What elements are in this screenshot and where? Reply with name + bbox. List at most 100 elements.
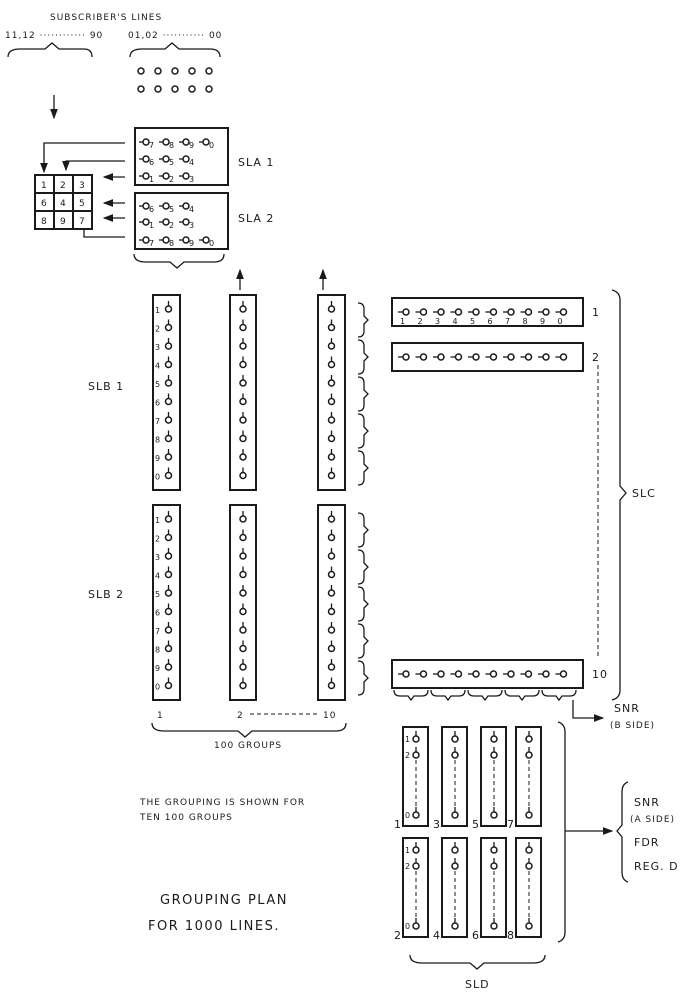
contact xyxy=(327,607,336,616)
grid-cell-number: 8 xyxy=(41,217,48,227)
column-number-10: 10 xyxy=(323,711,336,721)
column-number-2: 2 xyxy=(237,711,244,721)
note-line-1: THE GROUPING IS SHOWN FOR xyxy=(139,798,305,808)
line-circle xyxy=(154,67,162,75)
sla2-label: SLA 2 xyxy=(238,212,274,225)
contact xyxy=(419,670,428,678)
small-brace xyxy=(541,689,577,702)
contact xyxy=(164,360,173,369)
slc-row-label: 2 xyxy=(592,351,600,364)
caption-line-2: FOR 1000 LINES. xyxy=(148,919,280,934)
contact xyxy=(525,751,533,759)
contact-number: 0 xyxy=(209,141,214,150)
contact xyxy=(327,663,336,671)
contact xyxy=(559,670,568,678)
contact-number: 5 xyxy=(169,158,174,167)
contact xyxy=(164,681,173,690)
line-circle xyxy=(171,85,179,93)
contact xyxy=(542,670,550,678)
contact xyxy=(164,342,173,350)
contact-number: 7 xyxy=(149,141,154,150)
contact xyxy=(164,570,173,579)
contact-number: 3 xyxy=(155,553,160,562)
contact xyxy=(182,236,190,244)
output-a-side: (A SIDE) xyxy=(630,815,675,825)
small-brace xyxy=(467,689,503,702)
contact-number: 4 xyxy=(189,205,194,214)
contact xyxy=(164,533,173,542)
contact xyxy=(402,308,410,316)
grid-cell-number: 2 xyxy=(60,181,67,191)
contact xyxy=(239,453,247,461)
contact xyxy=(412,862,420,870)
contact xyxy=(412,811,420,819)
contact-number: 1 xyxy=(400,317,405,326)
contact xyxy=(327,471,336,480)
contact-number: 8 xyxy=(169,239,174,248)
contact xyxy=(164,323,173,332)
contact xyxy=(412,922,420,930)
contact-number: 8 xyxy=(155,436,160,445)
contact-number: 9 xyxy=(189,239,194,248)
contact-number: 4 xyxy=(453,317,458,326)
contact-number: 0 xyxy=(405,811,410,820)
sld-switch-number: 6 xyxy=(472,929,480,942)
contact-number: 0 xyxy=(558,317,563,326)
slb1-label: SLB 1 xyxy=(88,380,124,393)
output-snr: SNR xyxy=(634,796,660,809)
contact xyxy=(419,308,428,316)
contact xyxy=(164,663,173,671)
contact xyxy=(437,670,445,678)
sld-switch xyxy=(402,726,429,827)
contact xyxy=(524,670,533,678)
contact-number: 6 xyxy=(155,609,160,618)
contact xyxy=(542,308,550,316)
contact xyxy=(239,552,247,560)
small-brace xyxy=(357,623,369,659)
contact-number: 5 xyxy=(470,317,475,326)
output-reg-d: REG. D xyxy=(634,860,679,873)
contact xyxy=(164,644,173,653)
contact xyxy=(451,751,459,759)
contact xyxy=(327,533,336,542)
contact-number: 6 xyxy=(488,317,493,326)
slc-switch-row xyxy=(391,342,584,372)
contact xyxy=(164,397,173,406)
grid-cell xyxy=(72,210,93,230)
contact xyxy=(239,471,247,480)
contact xyxy=(489,308,498,316)
contact xyxy=(507,670,515,678)
grid-cell-number: 3 xyxy=(79,181,86,191)
contact xyxy=(437,308,445,316)
subscribers-lines-title: SUBSCRIBER'S LINES xyxy=(50,13,162,23)
contact-number: 4 xyxy=(155,362,160,371)
contact-number: 5 xyxy=(169,205,174,214)
contact xyxy=(164,515,173,523)
contact xyxy=(162,218,170,226)
contact xyxy=(327,360,336,369)
output-fdr: FDR xyxy=(634,836,659,849)
contact xyxy=(412,846,420,854)
contact-number: 0 xyxy=(155,683,160,692)
contact xyxy=(239,305,247,313)
contact xyxy=(490,735,498,743)
contact-number: 9 xyxy=(155,664,160,673)
contact xyxy=(454,670,463,678)
contact-number: 2 xyxy=(155,325,160,334)
note-line-2: TEN 100 GROUPS xyxy=(139,813,233,823)
contact-number: 9 xyxy=(189,141,194,150)
contact-number: 7 xyxy=(155,627,160,636)
contact xyxy=(239,607,247,616)
contact-number: 0 xyxy=(155,473,160,482)
contact xyxy=(239,626,247,634)
contact xyxy=(164,453,173,461)
contact-number: 8 xyxy=(169,141,174,150)
sld-switch-number: 7 xyxy=(507,818,515,831)
line-range-left: 11,12 ············ 90 xyxy=(5,31,103,41)
contact xyxy=(559,308,568,316)
contact xyxy=(239,379,247,387)
contact xyxy=(239,570,247,579)
contact xyxy=(202,236,210,244)
contact xyxy=(164,379,173,387)
